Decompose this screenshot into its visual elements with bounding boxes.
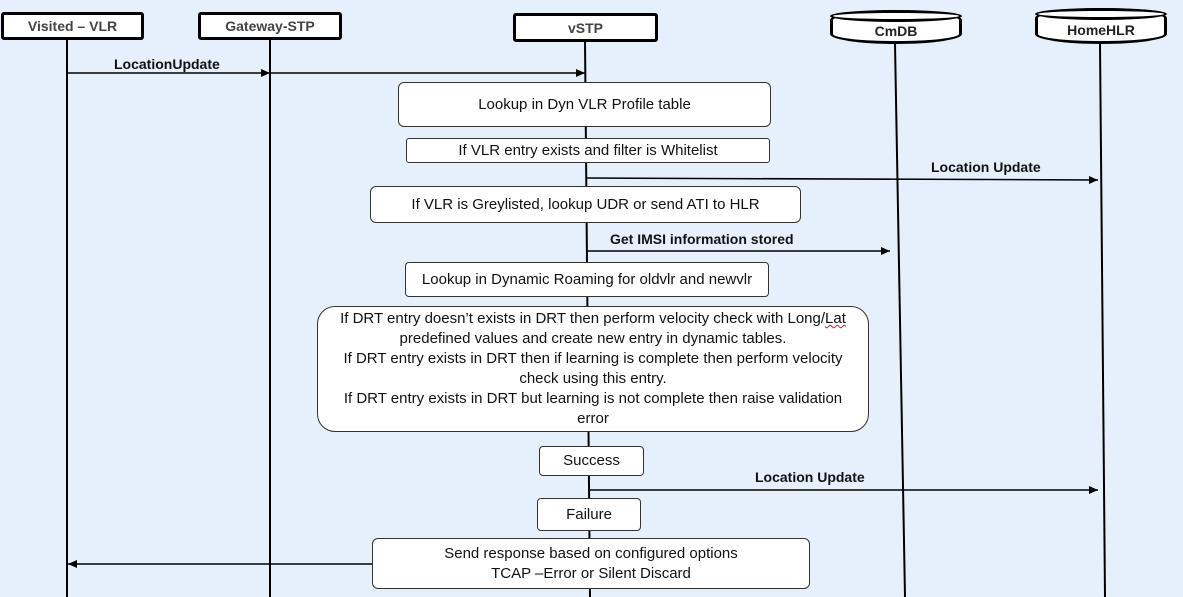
label-location-update-3: Location Update [755, 469, 865, 485]
actor-gateway-stp: Gateway-STP [198, 12, 342, 40]
lifeline-cmdb [894, 43, 906, 597]
actor-cmdb: CmDB [830, 10, 962, 44]
actor-home-hlr: HomeHLR [1035, 8, 1167, 44]
box-success: Success [539, 446, 644, 476]
box-send-response: Send response based on configured option… [372, 538, 810, 589]
actor-vstp: vSTP [513, 13, 658, 42]
label-location-update-1: LocationUpdate [114, 56, 220, 72]
send-response-line-1: Send response based on configured option… [444, 544, 738, 562]
arrow-location-update-2 [585, 175, 1099, 184]
drt-line-3: If DRT entry exists in DRT then if learn… [343, 350, 843, 367]
box-failure: Failure [537, 498, 641, 531]
drt-line-5: If DRT entry exists in DRT but learning … [343, 390, 843, 407]
box-lookup-dyn-vlr: Lookup in Dyn VLR Profile table [398, 82, 771, 127]
drt-line-2: predefined values and create new entry i… [399, 330, 787, 347]
actor-visited-vlr: Visited – VLR [1, 12, 144, 40]
box-whitelist: If VLR entry exists and filter is Whitel… [406, 138, 770, 163]
box-drt-rules: If DRT entry doesn’t exists in DRT then … [317, 306, 869, 432]
box-lookup-dynamic-roaming: Lookup in Dynamic Roaming for oldvlr and… [405, 262, 769, 297]
drt-line-4: check using this entry. [519, 370, 667, 387]
label-location-update-2: Location Update [931, 159, 1041, 175]
lifeline-home-hlr [1099, 43, 1106, 597]
box-greylisted: If VLR is Greylisted, lookup UDR or send… [370, 186, 801, 223]
label-get-imsi: Get IMSI information stored [610, 231, 794, 247]
drt-line-1: If DRT entry doesn’t exists in DRT then … [340, 310, 846, 327]
drt-line-6: error [577, 410, 609, 427]
send-response-line-2: TCAP –Error or Silent Discard [491, 564, 691, 582]
